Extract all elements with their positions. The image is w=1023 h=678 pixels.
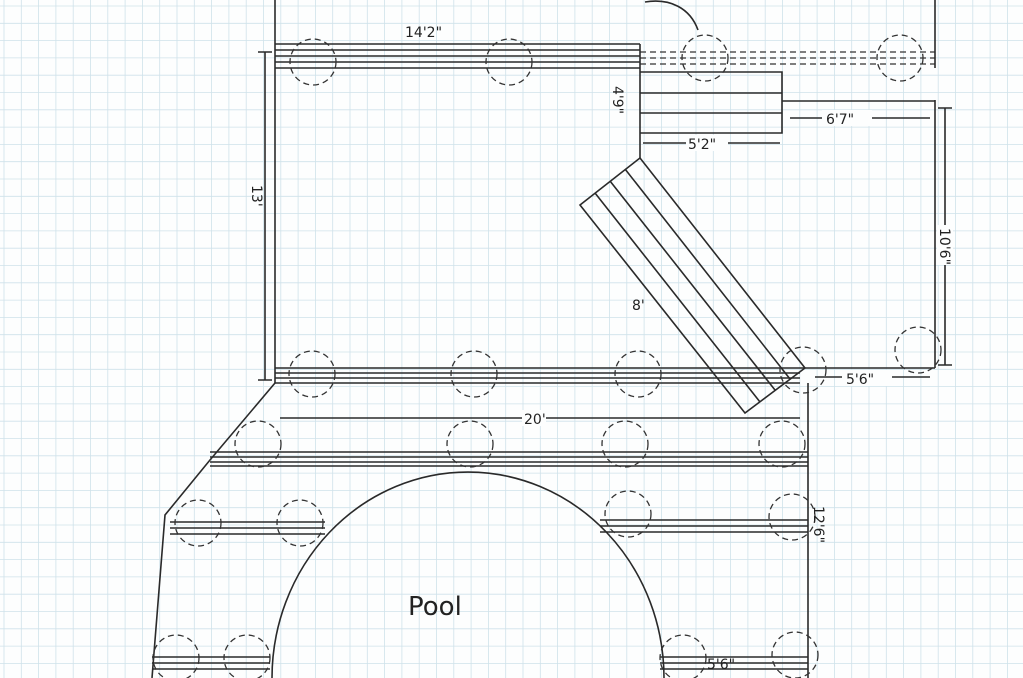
top-beam-dashed	[640, 51, 935, 65]
upper-deck	[274, 0, 936, 415]
footing-post	[174, 499, 222, 547]
footing-post	[152, 634, 200, 678]
footing-post	[223, 634, 271, 678]
label-middle-width: 20'	[524, 412, 546, 428]
footing-post	[446, 420, 494, 468]
label-step-height: 4'9"	[609, 86, 625, 114]
pool-outline	[271, 471, 665, 678]
leader-line	[644, 0, 699, 31]
footing-post	[604, 490, 652, 538]
label-pool: Pool	[408, 592, 462, 622]
dim-13	[258, 51, 272, 381]
label-bottom: 5'6"	[707, 657, 735, 673]
top-beam	[275, 43, 640, 69]
footing-post	[601, 420, 649, 468]
footing-post	[614, 350, 662, 398]
lower-beam-1	[210, 451, 808, 467]
label-right-offset: 6'7"	[826, 112, 854, 128]
lower-beam-2	[170, 519, 808, 535]
footing-post	[681, 34, 729, 82]
labels: 14'2" 4'9" 5'2" 6'7" 13' 10'6" 8' 20' 5'…	[248, 25, 953, 673]
footing-post	[758, 420, 806, 468]
footing-posts	[152, 34, 942, 678]
footing-post	[779, 346, 827, 394]
diagonal-stairs	[578, 156, 807, 415]
footing-post	[768, 493, 816, 541]
steps-landing	[640, 71, 783, 134]
lower-left-edge	[151, 382, 276, 678]
footing-post	[485, 38, 533, 86]
label-top-width: 14'2"	[405, 25, 442, 41]
footing-post	[450, 350, 498, 398]
dimension-lines	[258, 0, 952, 419]
label-lower-right-height: 12'6"	[810, 506, 826, 543]
footing-post	[894, 326, 942, 374]
footing-post	[771, 631, 819, 678]
footing-post	[289, 38, 337, 86]
footing-post	[659, 634, 707, 678]
footing-post	[234, 420, 282, 468]
label-stair-length: 8'	[632, 298, 645, 314]
label-left-height: 13'	[248, 185, 264, 207]
footing-post	[276, 499, 324, 547]
footing-post	[288, 350, 336, 398]
middle-beam	[275, 367, 800, 384]
lower-beam-3	[152, 656, 808, 670]
footing-post	[876, 34, 924, 82]
label-corner-offset: 5'6"	[846, 372, 874, 388]
label-right-height: 10'6"	[936, 228, 952, 265]
lower-deck	[151, 382, 809, 678]
label-step-width: 5'2"	[688, 137, 716, 153]
